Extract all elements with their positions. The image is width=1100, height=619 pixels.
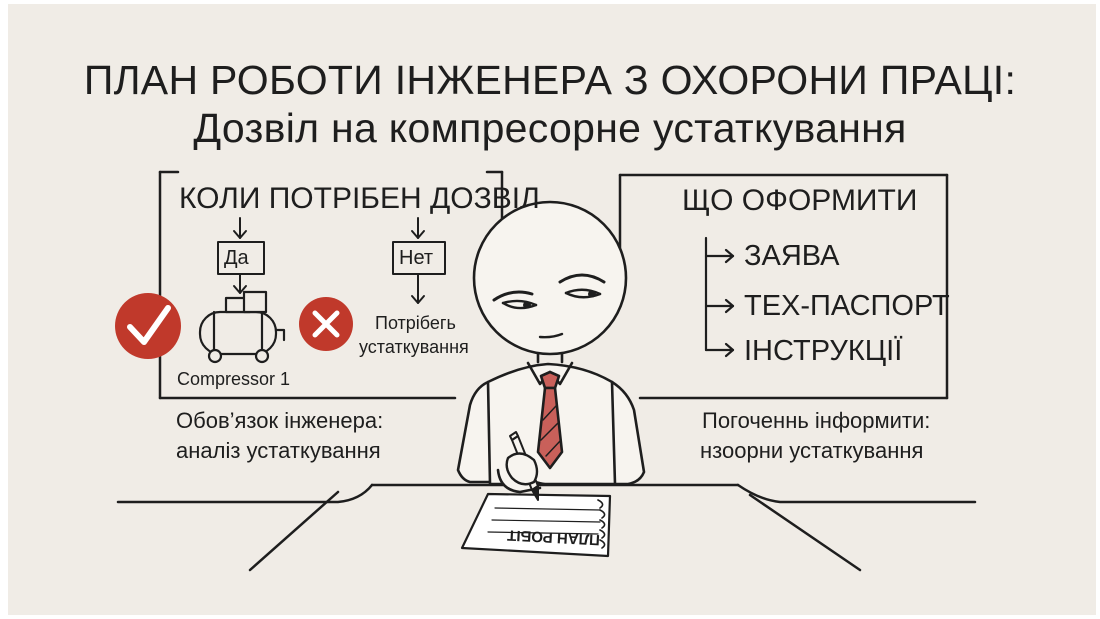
left-panel-heading: КОЛИ ПОТРІБЕН ДОЗВІЛ (179, 182, 540, 215)
document-list-arrows (704, 236, 735, 358)
device-label: Compressor 1 (177, 369, 291, 389)
left-note-line-1: Обов’язок інженера: (176, 408, 384, 433)
yes-no-boxes (217, 241, 446, 275)
compressor-icon (198, 290, 286, 364)
need-label-line-1: Потрібегь (375, 313, 456, 333)
engineer-hand (505, 452, 539, 486)
cross-icon (299, 297, 353, 351)
title-line-1: ПЛАН РОБОТИ ІНЖЕНЕРА З ОХОРОНИ ПРАЦІ: (83, 57, 1017, 103)
flow-arrows (233, 217, 425, 304)
yes-label: Да (224, 247, 249, 269)
document-item-3: ІНСТРУКЦІЇ (744, 335, 903, 367)
right-panel-heading: ЩО ОФОРМИТИ (682, 184, 918, 217)
title-line-2: Дозвіл на компресорне устаткування (193, 105, 907, 151)
left-note-line-2: аналіз устаткування (176, 438, 381, 463)
document-item-2: ТЕХ-ПАСПОРТ (744, 290, 950, 322)
no-label: Нет (399, 247, 434, 269)
notebook (460, 492, 612, 558)
need-label-line-2: устаткування (359, 337, 469, 357)
check-icon (115, 293, 181, 359)
document-item-1: ЗАЯВА (744, 240, 840, 272)
right-note-line-1: Погоченнь інформити: (702, 408, 931, 433)
right-panel-frame (618, 173, 949, 400)
right-note-line-2: нзоорни устаткування (700, 438, 924, 463)
